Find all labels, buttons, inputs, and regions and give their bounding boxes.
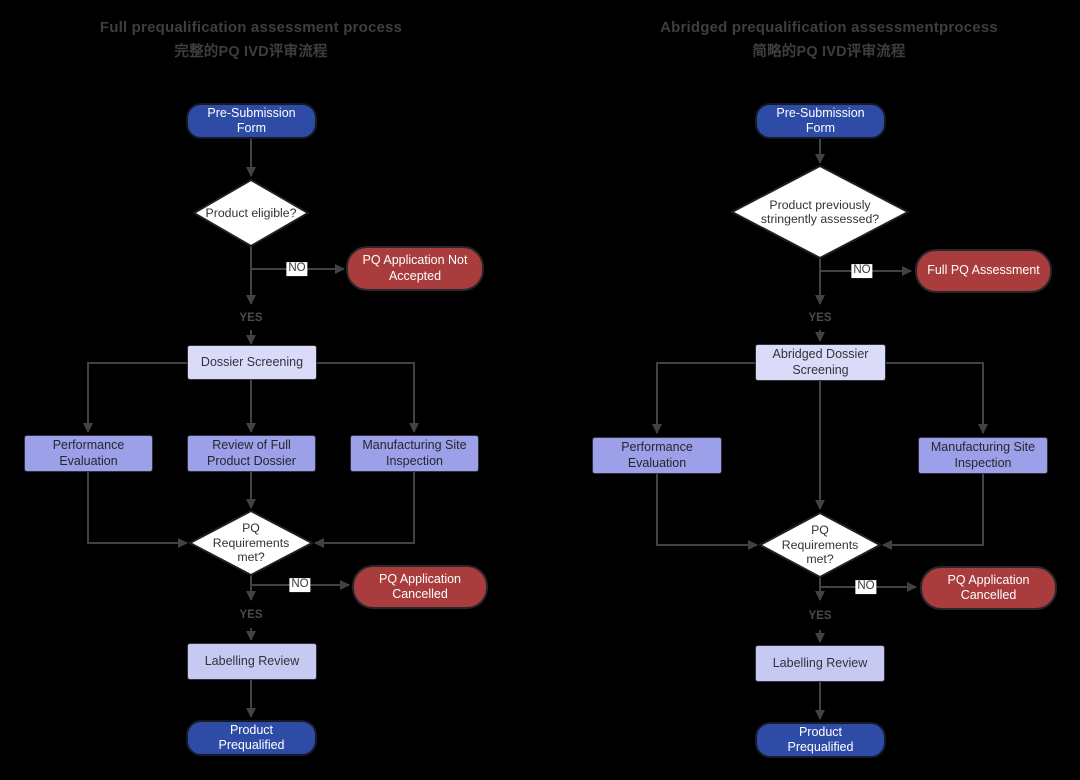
node-labelling-review-left: Labelling Review (187, 643, 317, 680)
node-full-pq-assessment: Full PQ Assessment (915, 249, 1052, 293)
node-performance-evaluation-left: Performance Evaluation (24, 435, 153, 472)
node-pq-application-not-accepted: PQ Application Not Accepted (346, 246, 484, 291)
connector-msi-to-req (314, 472, 415, 548)
connector-abridged-to-pe (652, 362, 755, 434)
node-label: Labelling Review (772, 655, 868, 670)
node-pre-submission-form-left: Pre-Submission Form (186, 103, 317, 139)
node-label: Product eligible? (205, 205, 297, 220)
right-chart-title-zh: 简略的PQ IVD评审流程 (752, 44, 906, 60)
connector-dossier-to-pe (83, 362, 187, 433)
right-chart-title-en: Abridged prequalification assessmentproc… (660, 19, 998, 36)
node-product-prequalified-left: Product Prequalified (186, 720, 317, 756)
node-review-full-product-dossier: Review of Full Product Dossier (187, 435, 316, 472)
connector-abridged-to-msi (886, 362, 988, 434)
decision-label-pq-requirements-left: PQ Requirements met? (203, 511, 299, 575)
node-label: PQ Requirements met? (781, 523, 859, 567)
node-label: PQ Application Not Accepted (362, 253, 468, 283)
node-label: Labelling Review (204, 653, 300, 668)
no-label-eligible: NO (286, 262, 308, 276)
node-label: Abridged Dossier Screening (772, 347, 869, 377)
node-label: Review of Full Product Dossier (207, 438, 296, 468)
decision-label-pq-requirements-right: PQ Requirements met? (772, 513, 868, 577)
node-label: Full PQ Assessment (927, 263, 1040, 278)
decision-label-product-eligible: Product eligible? (191, 180, 311, 246)
node-labelling-review-right: Labelling Review (755, 645, 885, 682)
node-pq-application-cancelled-right: PQ Application Cancelled (920, 566, 1057, 610)
node-label: Manufacturing Site Inspection (930, 440, 1036, 470)
node-pre-submission-form-right: Pre-Submission Form (755, 103, 886, 139)
node-manufacturing-site-inspection-left: Manufacturing Site Inspection (350, 435, 479, 472)
node-label: Product previously stringently assessed? (760, 197, 880, 227)
node-label: Product Prequalified (787, 724, 854, 754)
connector-msi-to-req-right (882, 474, 984, 550)
left-chart-title-zh: 完整的PQ IVD评审流程 (174, 44, 328, 60)
node-abridged-dossier-screening: Abridged Dossier Screening (755, 344, 886, 381)
decision-diamond-pq-requirements-left (187, 509, 315, 577)
decision-diamond-pq-requirements-right (757, 511, 883, 579)
node-label: PQ Application Cancelled (947, 572, 1030, 602)
connector-dossier-to-msi (317, 362, 419, 433)
node-label: PQ Application Cancelled (379, 571, 461, 601)
node-product-prequalified-right: Product Prequalified (755, 722, 886, 758)
connector-pe-to-req-right (656, 474, 758, 550)
yes-label-assessed: YES (808, 312, 832, 324)
no-label-requirements-left: NO (289, 578, 311, 592)
decision-label-previously-assessed: Product previously stringently assessed? (736, 166, 904, 258)
decision-diamond-product-eligible (192, 178, 310, 248)
node-dossier-screening: Dossier Screening (187, 345, 317, 380)
node-label: Dossier Screening (200, 354, 304, 369)
decision-diamond-previously-assessed (729, 164, 911, 260)
yes-label-requirements-left: YES (239, 609, 263, 621)
node-performance-evaluation-right: Performance Evaluation (592, 437, 722, 474)
node-label: PQ Requirements met? (212, 521, 290, 565)
no-label-assessed: NO (851, 264, 873, 278)
node-label: Pre-Submission Form (207, 105, 296, 135)
node-label: Product Prequalified (218, 722, 285, 752)
node-label: Performance Evaluation (52, 438, 125, 468)
node-manufacturing-site-inspection-right: Manufacturing Site Inspection (918, 437, 1048, 474)
left-chart-title-en: Full prequalification assessment process (99, 19, 403, 36)
no-label-requirements-right: NO (855, 580, 877, 594)
yes-label-requirements-right: YES (808, 610, 832, 622)
node-label: Performance Evaluation (621, 440, 693, 470)
node-label: Pre-Submission Form (776, 105, 865, 135)
node-label: Manufacturing Site Inspection (362, 438, 467, 468)
node-pq-application-cancelled-left: PQ Application Cancelled (352, 565, 488, 609)
connector-pe-to-req (87, 472, 188, 548)
yes-label-eligible: YES (239, 312, 263, 324)
